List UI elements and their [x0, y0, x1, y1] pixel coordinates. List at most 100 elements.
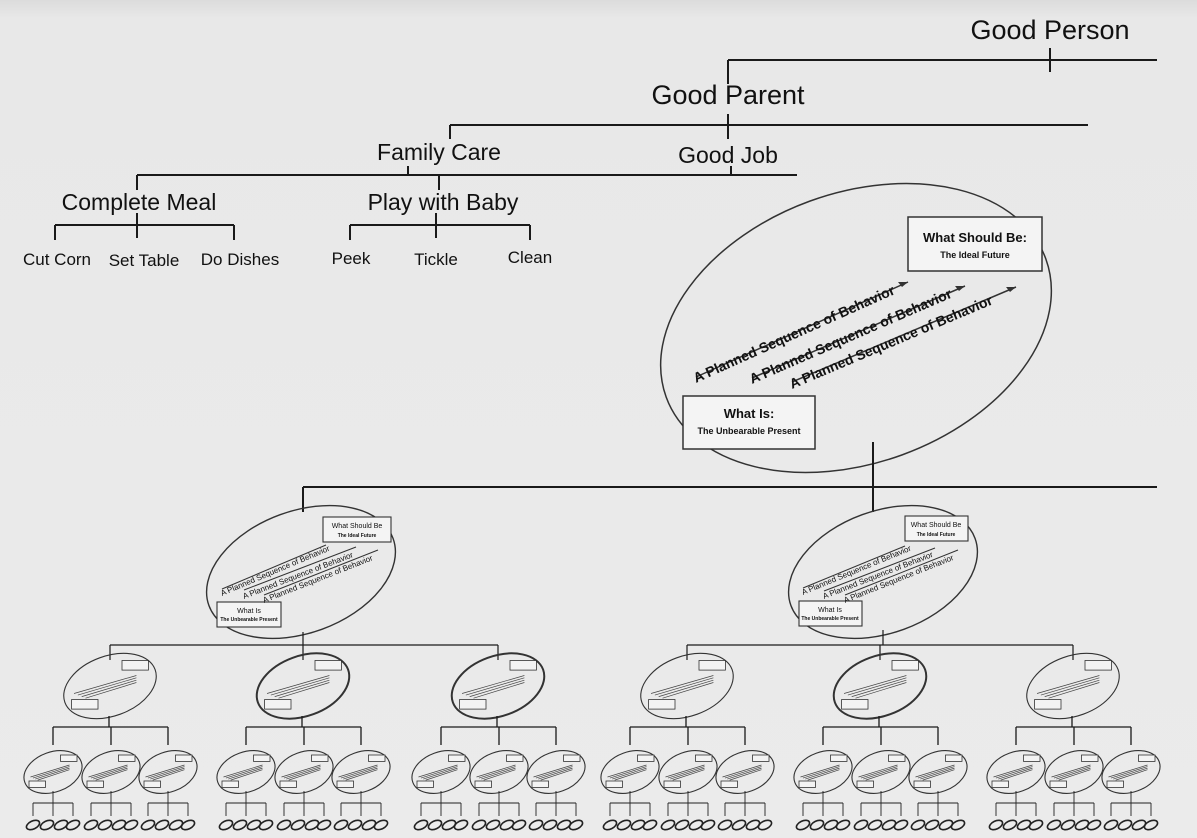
leaf-plan-5-3-3: [938, 819, 954, 831]
leaf-plan-5-2-3: [881, 819, 897, 831]
l2-left-is-title: What Is: [237, 608, 261, 615]
leaf-plan-6-1-1: [988, 819, 1004, 831]
leaf-plan-3-2-3: [499, 819, 515, 831]
leaf-plan-1-2-4: [123, 819, 139, 831]
what-should-be-box: [907, 216, 1043, 272]
leaf-plan-6-1-4: [1028, 819, 1044, 831]
leaf-plan-5-3-4: [950, 819, 966, 831]
leaf-plan-2-1-2: [232, 819, 248, 831]
good-job-label: Good Job: [678, 142, 778, 168]
leaf-plan-3-3-2: [542, 819, 558, 831]
plan-ellipse-level4-3-3: [526, 750, 586, 794]
leaf-plan-6-2-3: [1074, 819, 1090, 831]
set-table-label: Set Table: [109, 251, 180, 270]
leaf-plan-3-3-1: [528, 819, 544, 831]
plan-ellipse-level4-4-2: [658, 750, 718, 794]
leaf-plan-6-3-3: [1131, 819, 1147, 831]
plan-ellipse-level4-1-3: [138, 750, 198, 794]
what-should-be-title: What Should Be:: [923, 230, 1027, 245]
leaf-plan-3-3-3: [556, 819, 572, 831]
leaf-plan-2-2-2: [290, 819, 306, 831]
what-is-title: What Is:: [724, 406, 775, 421]
leaf-plan-1-1-2: [39, 819, 55, 831]
leaf-plan-2-3-3: [361, 819, 377, 831]
leaf-plan-6-1-2: [1002, 819, 1018, 831]
plan-ellipse-level4-6-1: [986, 750, 1046, 794]
leaf-plan-2-2-1: [276, 819, 292, 831]
plan-ellipse-level4-4-3: [715, 750, 775, 794]
plan-ellipse-level4-2-3: [331, 750, 391, 794]
l2-right-is-title: What Is: [818, 607, 842, 614]
leaf-plan-5-1-2: [809, 819, 825, 831]
leaf-plan-1-1-1: [25, 819, 41, 831]
leaf-plan-4-3-2: [731, 819, 747, 831]
clean-label: Clean: [508, 248, 552, 267]
l2-left-is-sub: The Unbearable Present: [220, 617, 278, 623]
family-care-label: Family Care: [377, 139, 501, 165]
leaf-plan-4-1-2: [616, 819, 632, 831]
leaf-plan-3-1-3: [441, 819, 457, 831]
plan-ellipse-level4-5-2: [851, 750, 911, 794]
plan-ellipse-level3-3: [450, 652, 546, 720]
leaf-plan-5-2-4: [893, 819, 909, 831]
leaf-plan-2-1-4: [258, 819, 274, 831]
leaf-plan-1-2-1: [83, 819, 99, 831]
leaf-plan-1-3-2: [154, 819, 170, 831]
leaf-plan-4-1-1: [602, 819, 618, 831]
leaf-plan-3-1-4: [453, 819, 469, 831]
plan-ellipse-level4-2-2: [274, 750, 334, 794]
plan-ellipse-level4-5-3: [908, 750, 968, 794]
leaf-plan-5-1-1: [795, 819, 811, 831]
plan-ellipse-level3-2: [255, 652, 351, 720]
leaf-plan-6-2-1: [1046, 819, 1062, 831]
leaf-plan-4-2-4: [700, 819, 716, 831]
leaf-plan-6-3-2: [1117, 819, 1133, 831]
plan-ellipse-level3-6: [1026, 652, 1120, 720]
leaf-plan-1-3-3: [168, 819, 184, 831]
leaf-plan-4-3-4: [757, 819, 773, 831]
plan-ellipse-level2-left: What Should Be The Ideal Future What Is …: [205, 504, 397, 640]
plan-ellipse-level4-2-1: [216, 750, 276, 794]
leaf-plan-3-2-1: [471, 819, 487, 831]
plan-ellipse-level4-1-1: [23, 750, 83, 794]
leaf-plan-4-1-4: [642, 819, 658, 831]
leaf-plan-1-3-1: [140, 819, 156, 831]
plan-ellipse-level4-6-2: [1044, 750, 1104, 794]
leaf-plan-4-2-2: [674, 819, 690, 831]
what-should-be-subtitle: The Ideal Future: [940, 250, 1010, 260]
leaf-plan-4-2-3: [688, 819, 704, 831]
l2-left-should-be-title: What Should Be: [332, 523, 383, 530]
plan-ellipse-level3-1: [63, 652, 157, 720]
what-is-subtitle: The Unbearable Present: [697, 426, 800, 436]
goal-hierarchy-lines: [54, 48, 1157, 240]
play-with-baby-label: Play with Baby: [368, 189, 519, 215]
what-is-box: [682, 395, 816, 450]
leaf-plan-2-3-4: [373, 819, 389, 831]
leaf-plan-4-2-1: [660, 819, 676, 831]
plan-ellipse-level4-6-3: [1101, 750, 1161, 794]
do-dishes-label: Do Dishes: [201, 250, 279, 269]
leaf-plan-2-1-1: [218, 819, 234, 831]
complete-meal-label: Complete Meal: [62, 189, 217, 215]
leaf-plan-5-1-3: [823, 819, 839, 831]
leaf-plan-5-1-4: [835, 819, 851, 831]
leaf-plan-6-3-4: [1143, 819, 1159, 831]
plan-ellipse-level4-1-2: [81, 750, 141, 794]
l2-right-should-be-sub: The Ideal Future: [917, 532, 956, 538]
leaf-plan-5-3-2: [924, 819, 940, 831]
leaf-plan-6-2-2: [1060, 819, 1076, 831]
leaf-plan-5-2-2: [867, 819, 883, 831]
plan-ellipse-level4-3-2: [469, 750, 529, 794]
plan-ellipse-main: What Should Be: The Ideal Future What Is…: [659, 182, 1053, 474]
leaf-plan-2-2-4: [316, 819, 332, 831]
leaf-plan-3-2-4: [511, 819, 527, 831]
leaf-plan-1-2-3: [111, 819, 127, 831]
leaf-plan-1-1-4: [65, 819, 81, 831]
leaf-plan-4-3-1: [717, 819, 733, 831]
good-person-label: Good Person: [970, 15, 1129, 45]
leaf-plan-2-3-2: [347, 819, 363, 831]
l2-left-should-be-sub: The Ideal Future: [338, 533, 377, 539]
leaf-plan-6-2-4: [1086, 819, 1102, 831]
